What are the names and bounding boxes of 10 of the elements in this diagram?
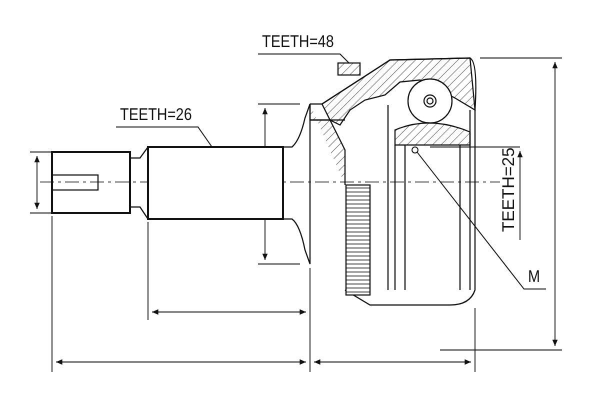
leader-line <box>258 54 350 64</box>
callout-text: M <box>528 268 540 285</box>
leader-line <box>416 152 546 290</box>
leader-line <box>116 126 212 148</box>
callout-text: TEETH=26 <box>120 106 192 123</box>
teeth-label: TEETH=25 <box>500 147 517 232</box>
callout-text: TEETH=48 <box>262 33 334 50</box>
thread-point <box>412 146 418 154</box>
spline-shaft <box>147 146 284 220</box>
hatched-block <box>337 62 361 76</box>
